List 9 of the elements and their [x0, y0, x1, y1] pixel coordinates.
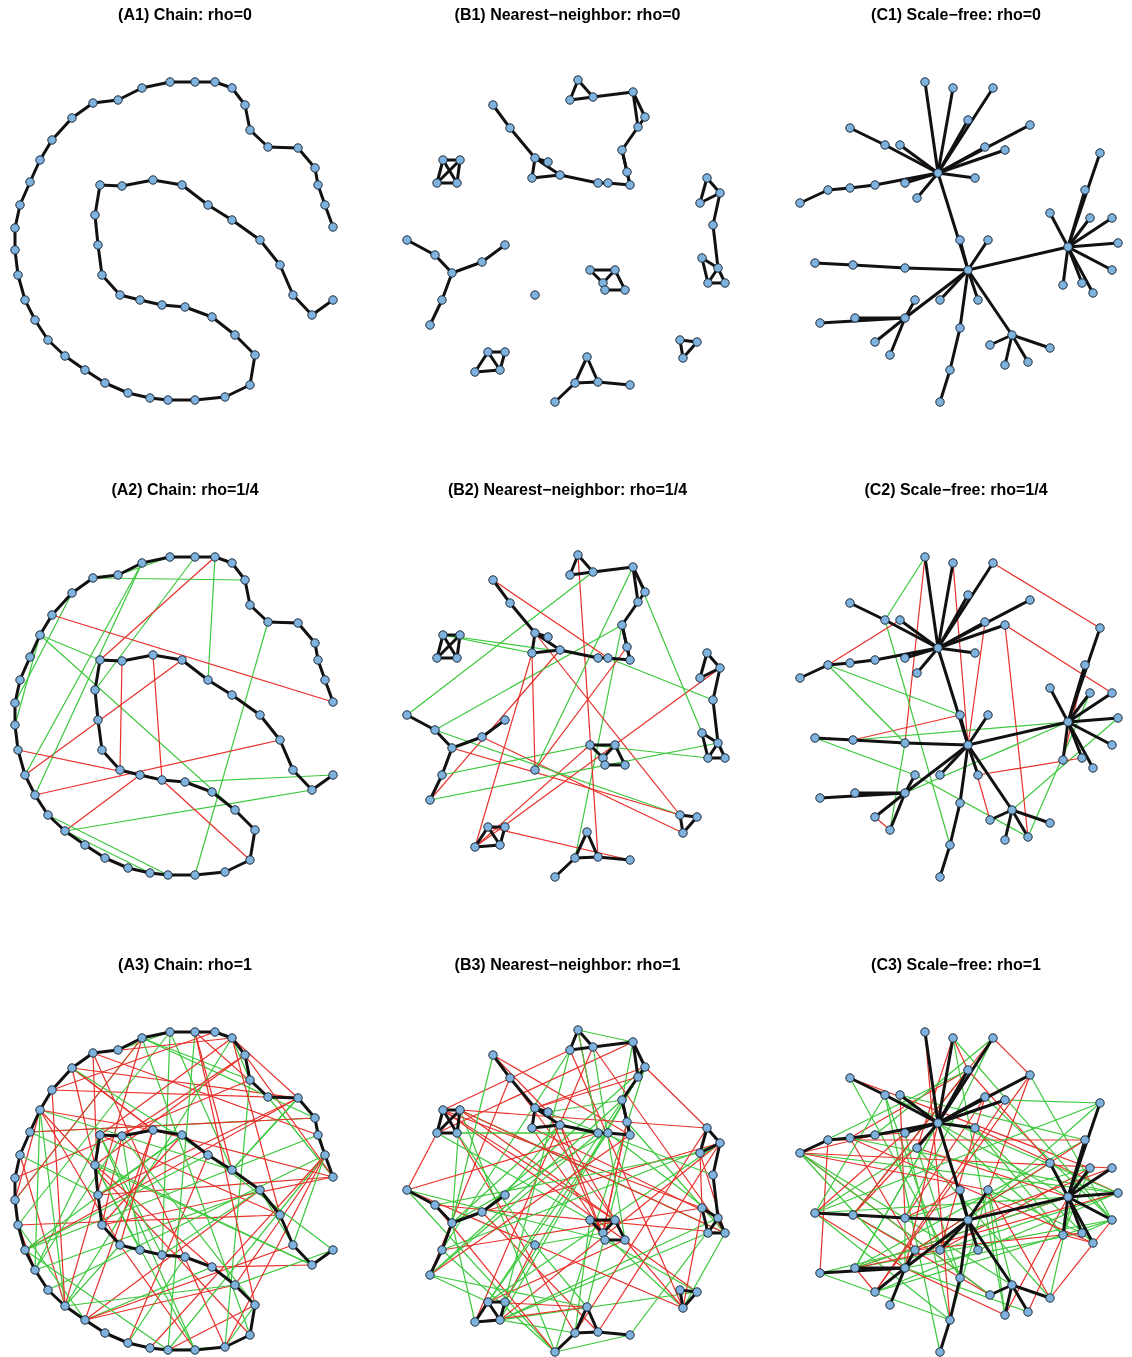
panel-title: (C1) Scale−free: rho=0	[870, 6, 1042, 24]
panel-title: (B3) Nearest−neighbor: rho=1	[453, 956, 682, 974]
panel-title: (A3) Chain: rho=1	[117, 956, 253, 974]
panel-title: (A1) Chain: rho=0	[117, 6, 253, 24]
panel-title: (B2) Nearest−neighbor: rho=1/4	[446, 481, 689, 499]
panel-title: (A2) Chain: rho=1/4	[110, 481, 260, 499]
panel-title: (C3) Scale−free: rho=1	[870, 956, 1042, 974]
panel-title: (B1) Nearest−neighbor: rho=0	[453, 6, 682, 24]
panel-title: (C2) Scale−free: rho=1/4	[863, 481, 1049, 499]
